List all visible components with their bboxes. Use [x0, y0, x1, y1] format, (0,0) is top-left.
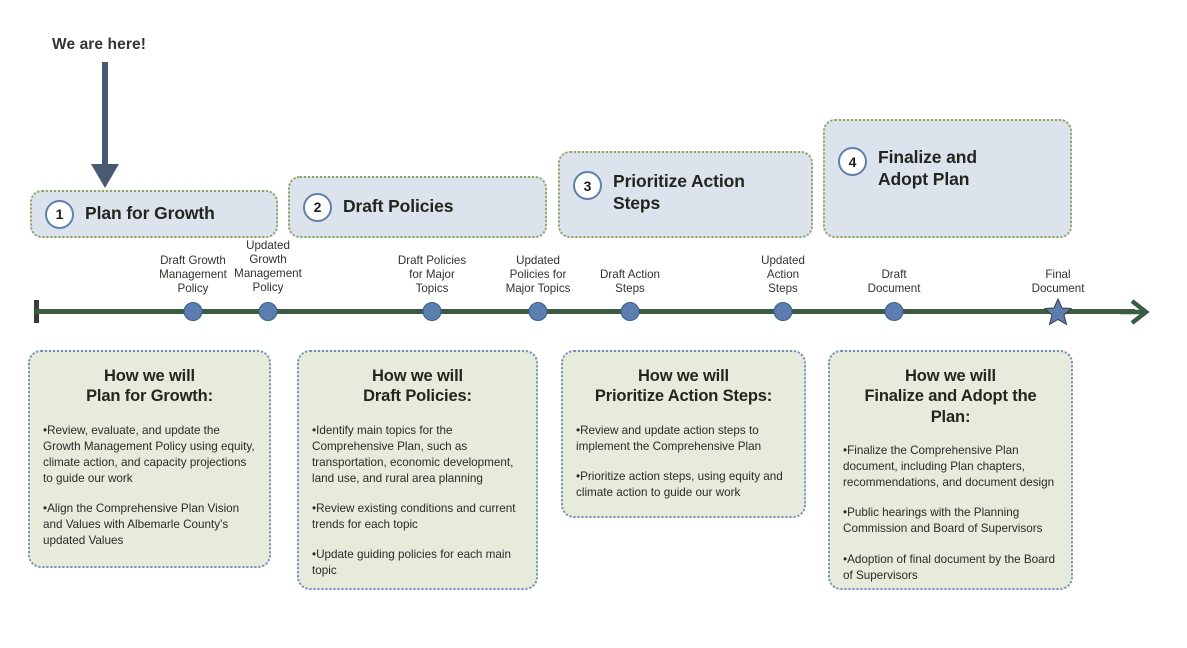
step-title: Plan for Growth [85, 203, 215, 224]
step-title: Prioritize Action Steps [613, 171, 745, 213]
step-number-badge: 3 [573, 171, 602, 200]
detail-bullet: •Identify main topics for the Comprehens… [312, 423, 514, 485]
step-title: Draft Policies [343, 196, 454, 217]
milestone-label: Updated Policies for Major Topics [505, 254, 571, 296]
step-number-badge: 2 [303, 192, 332, 222]
detail-card-bullets: •Review and update action steps to imple… [576, 423, 791, 501]
detail-bullet: •Adoption of final document by the Board… [843, 552, 1056, 582]
detail-bullet: •Finalize the Comprehensive Plan documen… [843, 444, 1055, 490]
we-are-here-label: We are here! [52, 36, 146, 53]
step-box-draft-policies[interactable]: 2 Draft Policies [288, 176, 547, 238]
milestone-label: Updated Growth Management Policy [234, 239, 302, 295]
detail-heading-line-1: How we will [638, 367, 729, 385]
step-box-plan-for-growth[interactable]: 1 Plan for Growth [30, 190, 278, 238]
detail-bullet: •Update guiding policies for each main t… [312, 548, 512, 578]
detail-heading-line-2: Plan for Growth: [86, 387, 213, 406]
detail-card-heading: How we will Draft Policies: [312, 366, 523, 407]
step-box-finalize-and-adopt-plan[interactable]: 4 Finalize and Adopt Plan [823, 119, 1072, 238]
milestone-dot-marker [183, 302, 203, 321]
detail-card-bullets: •Identify main topics for the Comprehens… [312, 423, 523, 579]
step-number-badge: 1 [45, 199, 74, 229]
detail-bullet: •Review existing conditions and current … [312, 502, 516, 532]
we-are-here-arrow-icon [91, 62, 119, 188]
detail-card-bullets: •Finalize the Comprehensive Plan documen… [843, 443, 1058, 583]
milestone-star-marker [1044, 298, 1072, 326]
milestone-dot-marker [528, 302, 548, 321]
milestone-label: Draft Policies for Major Topics [397, 254, 467, 296]
milestone-dot-marker [620, 302, 640, 321]
detail-card-bullets: •Review, evaluate, and update the Growth… [43, 423, 256, 549]
detail-heading-line-1: How we will [372, 367, 463, 385]
detail-heading-line-2: Finalize and Adopt the Plan: [864, 387, 1037, 426]
detail-bullet: •Review and update action steps to imple… [576, 423, 762, 453]
milestone-label: Updated Action Steps [761, 254, 805, 296]
detail-card-heading: How we will Finalize and Adopt the Plan: [843, 366, 1058, 427]
milestone-label: Final Document [1031, 268, 1085, 296]
detail-card-finalize-and-adopt-plan: How we will Finalize and Adopt the Plan:… [828, 350, 1073, 590]
detail-bullet: •Prioritize action steps, using equity a… [576, 469, 783, 499]
step-title: Finalize and Adopt Plan [878, 147, 977, 189]
milestone-dot-marker [884, 302, 904, 321]
milestone-label: Draft Document [867, 268, 921, 296]
detail-bullet: •Public hearings with the Planning Commi… [843, 506, 1043, 536]
milestone-dot-marker [258, 302, 278, 321]
detail-heading-line-2: Draft Policies: [363, 387, 472, 406]
detail-card-heading: How we will Prioritize Action Steps: [576, 366, 791, 407]
milestone-label: Draft Growth Management Policy [159, 254, 227, 296]
detail-heading-line-1: How we will [104, 367, 195, 385]
detail-card-plan-for-growth: How we will Plan for Growth: •Review, ev… [28, 350, 271, 568]
axis-line [35, 309, 1135, 314]
milestone-label: Draft Action Steps [600, 268, 660, 296]
detail-card-draft-policies: How we will Draft Policies: •Identify ma… [297, 350, 538, 590]
detail-heading-line-1: How we will [905, 367, 996, 385]
detail-heading-line-2: Prioritize Action Steps: [594, 387, 773, 406]
detail-card-prioritize-action-steps: How we will Prioritize Action Steps: •Re… [561, 350, 806, 518]
milestone-dot-marker [773, 302, 793, 321]
detail-bullet: •Review, evaluate, and update the Growth… [43, 423, 255, 485]
detail-card-heading: How we will Plan for Growth: [43, 366, 256, 407]
milestone-dot-marker [422, 302, 442, 321]
detail-bullet: •Align the Comprehensive Plan Vision and… [43, 502, 240, 548]
axis-arrow-icon [1120, 299, 1150, 325]
step-box-prioritize-action-steps[interactable]: 3 Prioritize Action Steps [558, 151, 813, 238]
step-number-badge: 4 [838, 147, 867, 176]
